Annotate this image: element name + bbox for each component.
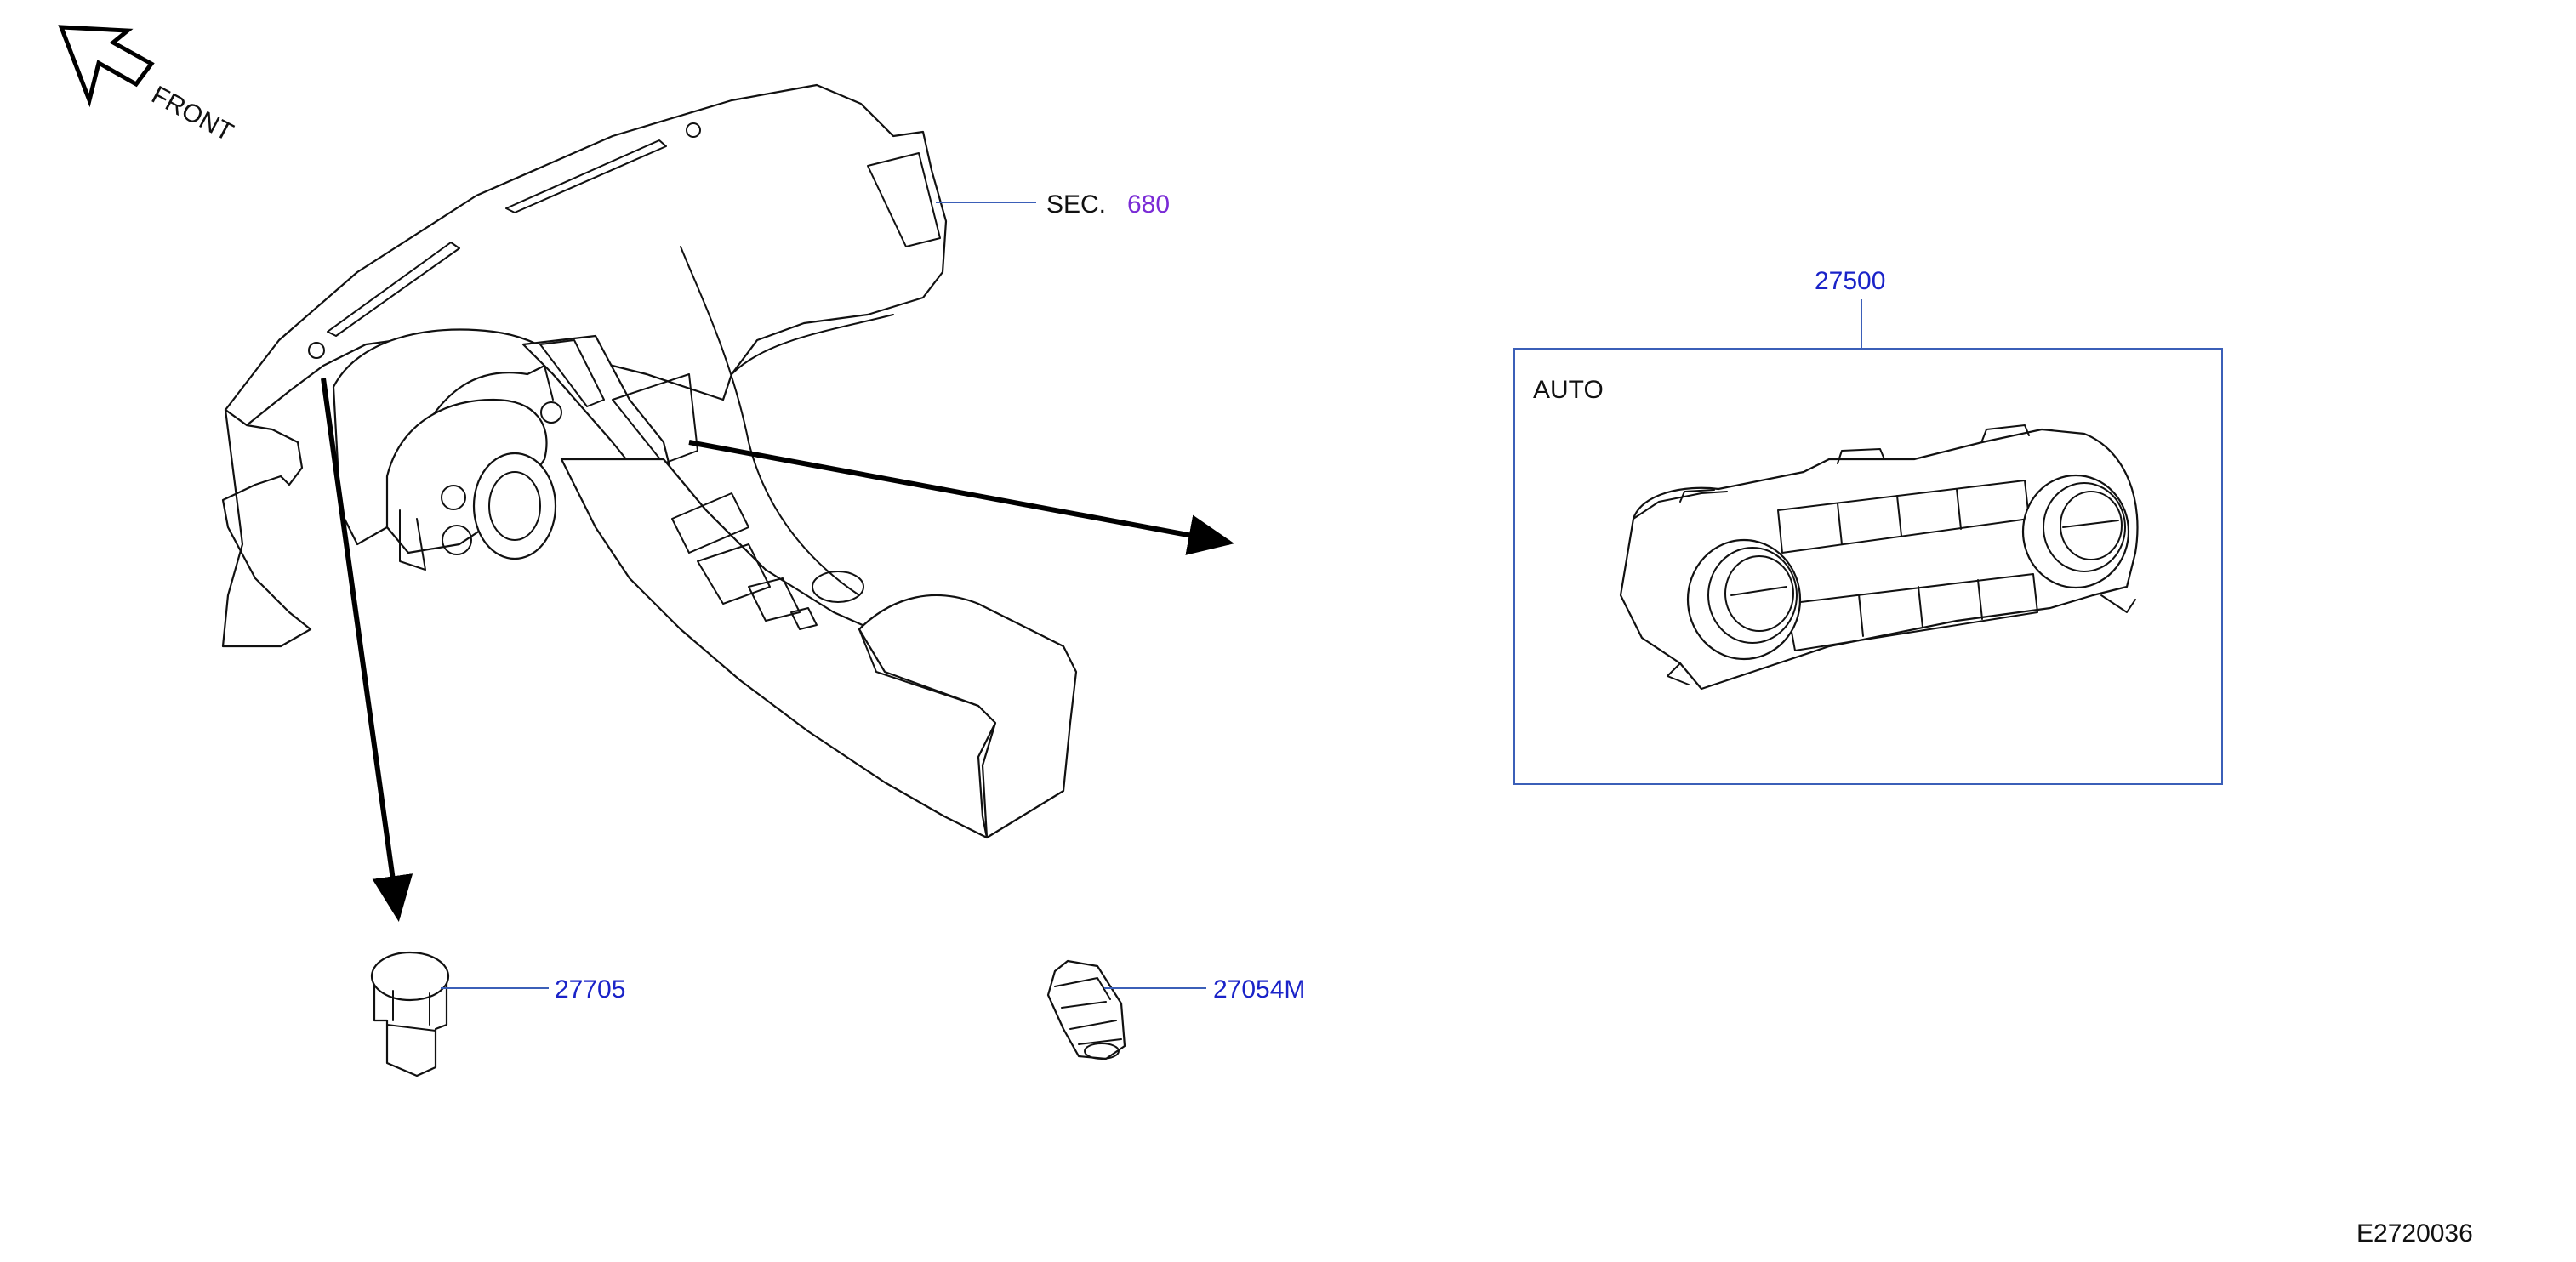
auto-label: AUTO xyxy=(1533,376,1604,404)
front-direction-arrow-icon xyxy=(58,25,155,108)
callout-arrow-to-27705 xyxy=(321,378,413,922)
auto-climate-control-box xyxy=(1513,348,2223,785)
front-label: FRONT xyxy=(147,81,238,147)
climate-control-panel-drawing xyxy=(1619,424,2139,691)
diagram-code: E2720036 xyxy=(2357,1219,2473,1248)
instrument-panel-drawing xyxy=(221,83,1078,839)
sec-number-link[interactable]: 680 xyxy=(1127,190,1170,219)
callout-arrow-to-27500 xyxy=(688,440,1234,555)
part-number-link-27500[interactable]: 27500 xyxy=(1815,267,1885,295)
part-number-link-27705[interactable]: 27705 xyxy=(555,975,625,1003)
part-number-link-27054m[interactable]: 27054M xyxy=(1213,975,1305,1003)
part-27054m-drawing xyxy=(1046,959,1126,1060)
sec-prefix: SEC. xyxy=(1046,190,1106,219)
part-27705-drawing xyxy=(370,951,450,1077)
